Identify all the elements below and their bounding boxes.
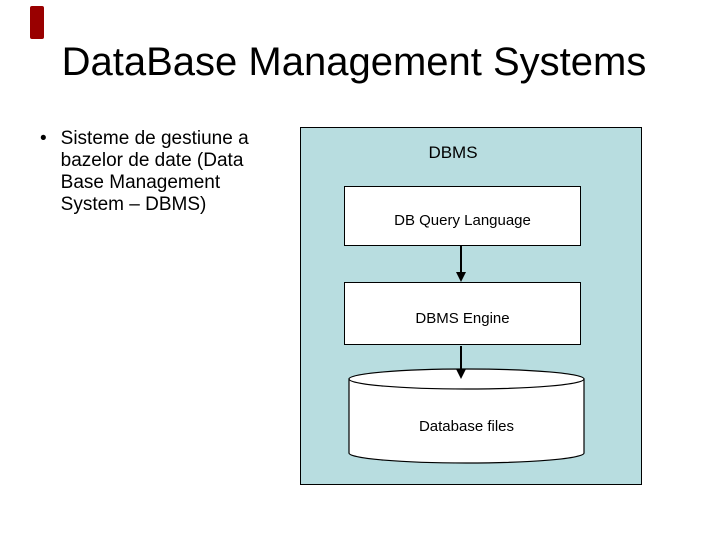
- bullet-line: Sisteme de gestiune a: [60, 128, 249, 149]
- bullet-text: Sisteme de gestiune a bazelor de date (D…: [61, 128, 249, 216]
- bullet-marker: •: [40, 128, 47, 149]
- bullet-line: System – DBMS): [60, 194, 207, 215]
- dbms-panel: DBMS DB Query Language DBMS Engine Datab…: [300, 127, 642, 485]
- accent-bar: [30, 6, 44, 39]
- database-files-label: Database files: [418, 418, 515, 435]
- dbms-engine-box: DBMS Engine: [344, 282, 581, 345]
- cylinder-top: [348, 368, 585, 390]
- cylinder-body: [348, 378, 585, 464]
- dbms-panel-label: DBMS: [428, 143, 478, 162]
- bullet-item: • Sisteme de gestiune a bazelor de date …: [40, 128, 249, 216]
- arrow-down-icon: [456, 346, 466, 379]
- bullet-line: Base Management: [60, 172, 221, 193]
- bullet-line: bazelor de date (Data: [60, 150, 244, 171]
- db-query-language-box: DB Query Language: [344, 186, 581, 246]
- box-label: DBMS Engine: [415, 309, 510, 327]
- box-label: DB Query Language: [394, 212, 531, 229]
- diagram-shapes: [348, 246, 585, 464]
- page-title: DataBase Management Systems: [61, 40, 647, 84]
- arrow-down-icon: [456, 246, 466, 282]
